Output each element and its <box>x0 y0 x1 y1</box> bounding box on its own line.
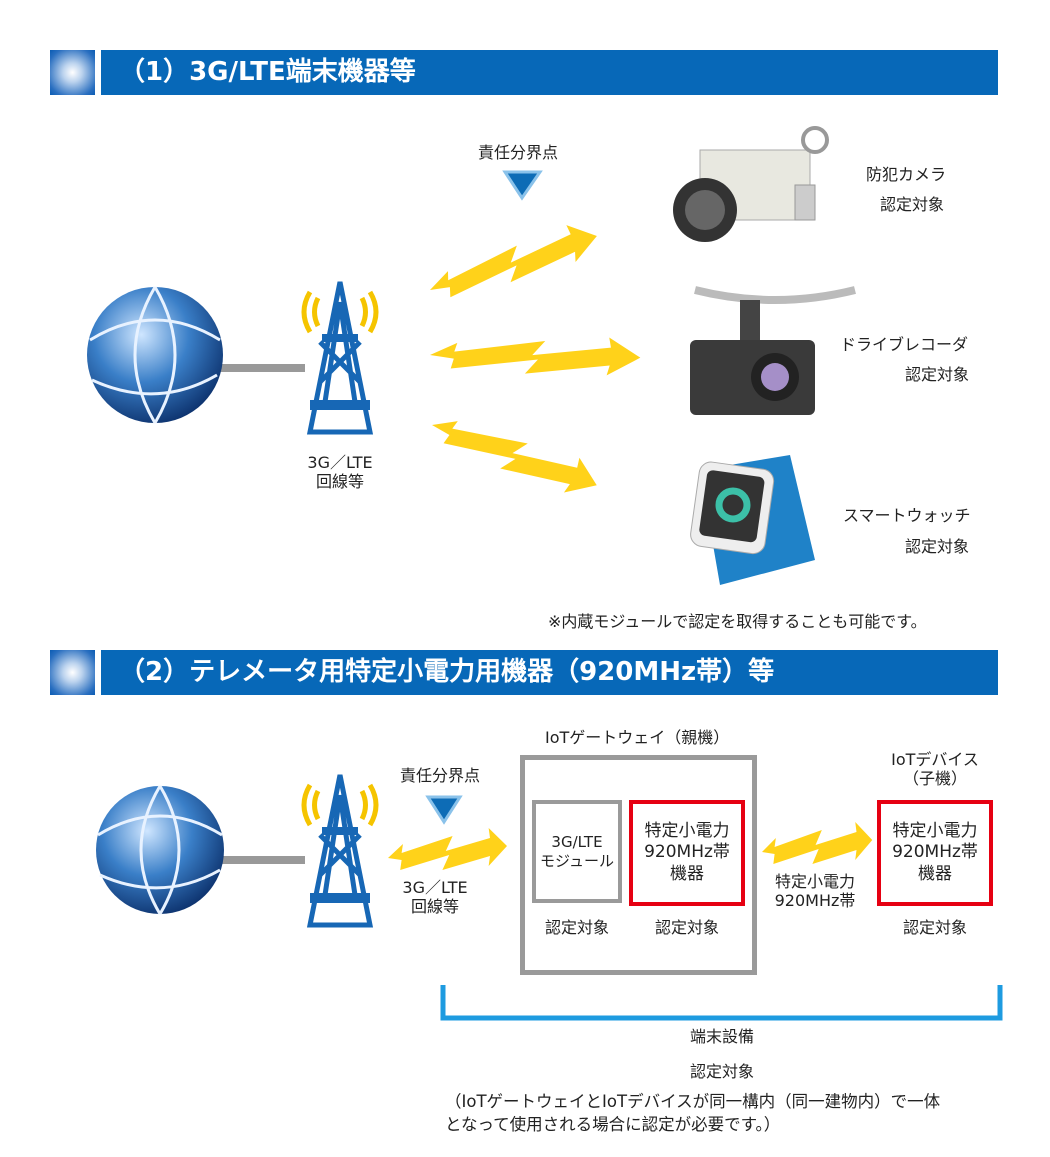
device-cert: 認定対象 <box>880 195 945 214</box>
note: ※内蔵モジュールで認定を取得することも可能です。 <box>548 612 927 631</box>
gateway-label: IoTゲートウェイ（親機） <box>545 728 730 747</box>
terminal-label: 端末設備 <box>689 1027 754 1046</box>
globe-icon <box>87 287 223 423</box>
boundary-label: 責任分界点 <box>400 766 481 785</box>
section2-header: （2）テレメータ用特定小電力用機器（920MHz帯）等 <box>101 650 998 695</box>
cert-label: 認定対象 <box>902 918 967 937</box>
security-camera-icon <box>673 126 829 242</box>
lightning-icon <box>762 822 873 864</box>
lightning-icon <box>422 218 603 302</box>
lightning-icon <box>388 828 507 870</box>
smartwatch-icon <box>690 455 815 585</box>
device-label: IoTデバイス（子機） <box>891 750 979 789</box>
device-name: 防犯カメラ <box>866 165 947 184</box>
dash-recorder-icon <box>690 286 856 415</box>
lightning-icon <box>429 325 642 382</box>
device-cert: 認定対象 <box>905 537 970 556</box>
lightning-icon <box>427 397 605 508</box>
tower-icon <box>304 282 376 432</box>
boundary-triangle-icon <box>502 170 543 201</box>
header-square-icon <box>50 50 95 95</box>
footnote: （IoTゲートウェイとIoTデバイスが同一構内（同一建物内）で一体 <box>445 1092 941 1111</box>
section1-header: （1）3G/LTE端末機器等 <box>101 50 998 95</box>
boundary-triangle-icon <box>425 795 463 825</box>
cert-label: 認定対象 <box>544 918 609 937</box>
globe-icon <box>96 786 224 914</box>
device-name: スマートウォッチ <box>843 506 971 525</box>
terminal-bracket <box>440 985 1003 1021</box>
cert-label: 認定対象 <box>654 918 719 937</box>
device-name: ドライブレコーダ <box>840 335 969 354</box>
boundary-label: 責任分界点 <box>478 143 559 162</box>
terminal-cert: 認定対象 <box>689 1062 754 1081</box>
tower-icon <box>304 775 376 925</box>
header-square-icon <box>50 650 95 695</box>
device-cert: 認定対象 <box>905 365 970 384</box>
gateway-box <box>520 755 757 975</box>
footnote: となって使用される場合に認定が必要です。） <box>445 1115 781 1134</box>
